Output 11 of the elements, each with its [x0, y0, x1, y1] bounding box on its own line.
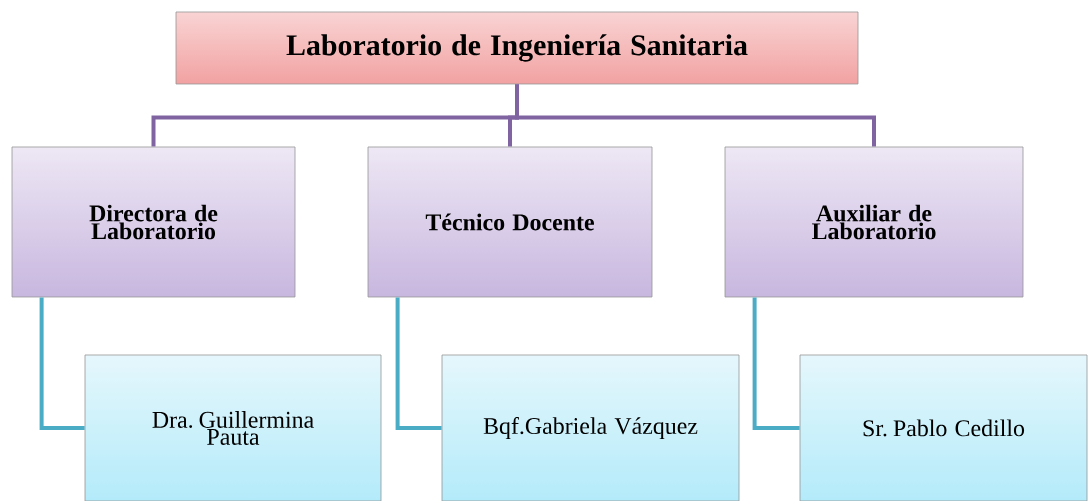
role-box: Directora de Laboratorio — [11, 146, 296, 298]
title-box: Laboratorio de Ingeniería Sanitaria — [175, 11, 859, 85]
name-box: Bqf.Gabriela Vázquez — [441, 354, 740, 501]
connector-line — [395, 297, 442, 430]
connector-line — [752, 297, 800, 430]
connector-line — [39, 297, 85, 430]
role-box: Auxiliar de Laboratorio — [724, 146, 1024, 298]
name-box: Sr. Pablo Cedillo — [799, 354, 1088, 501]
name-box: Dra. Guillermina Pauta — [84, 354, 382, 501]
role-box: Técnico Docente — [367, 146, 653, 298]
connector-line — [515, 84, 876, 147]
